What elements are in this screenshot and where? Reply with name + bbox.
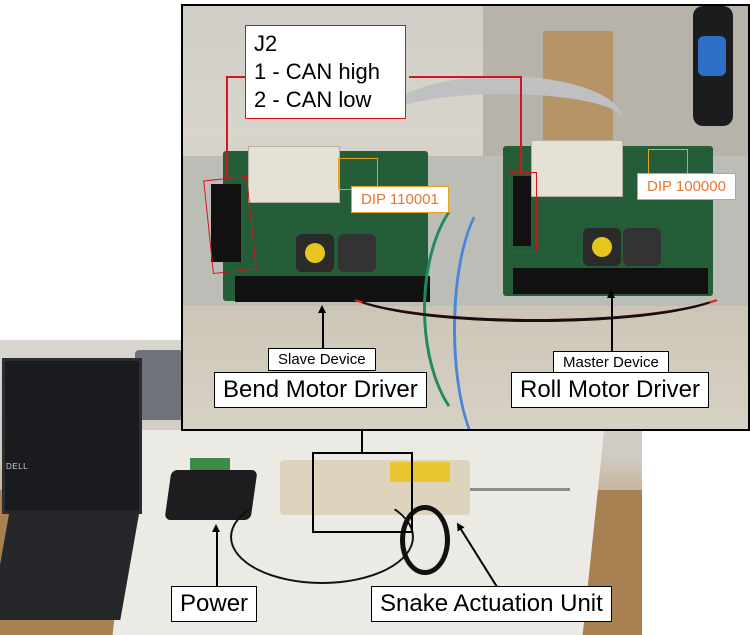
roll-dip-label: DIP 100000 [637,173,736,200]
slave-device-label: Slave Device [268,348,376,371]
terminal-block [190,458,230,472]
actuator-motor [390,462,450,482]
black-wire [343,256,729,322]
actuator-rod [470,488,570,491]
bend-ribbon-connector [248,146,340,203]
laptop-logo: DELL [6,462,29,471]
bend-j2-terminal [211,184,241,262]
power-cable [230,490,414,584]
master-device-label: Master Device [553,351,669,374]
j2-title: J2 [254,31,278,56]
roll-motor-driver-label: Roll Motor Driver [511,372,710,408]
bend-motor-driver-label: Bend Motor Driver [214,372,427,408]
power-label: Power [171,586,258,622]
roll-ribbon-connector [531,140,623,197]
driver-highlight-box [312,452,413,533]
j2-pin1: 1 - CAN high [254,59,380,84]
usb-connector [698,36,726,76]
j2-pin2: 2 - CAN low [254,87,372,112]
bend-inductor [296,234,334,272]
slave-arrow-head [318,305,326,313]
master-arrow-head [607,290,615,298]
laptop-keyboard [0,510,140,620]
power-arrow-head [212,524,220,532]
roll-j2-highlight [509,172,537,252]
bend-dip-label: DIP 110001 [351,186,449,213]
snake-actuation-unit-label: Snake Actuation Unit [371,586,612,622]
inset-connector-line [361,428,363,452]
j2-pinout-callout: J2 1 - CAN high 2 - CAN low [245,25,406,119]
laptop-screen [2,358,142,514]
printer [135,350,183,420]
master-arrow-line [611,296,613,360]
slave-arrow-line [322,311,324,363]
power-arrow-line [216,530,218,588]
